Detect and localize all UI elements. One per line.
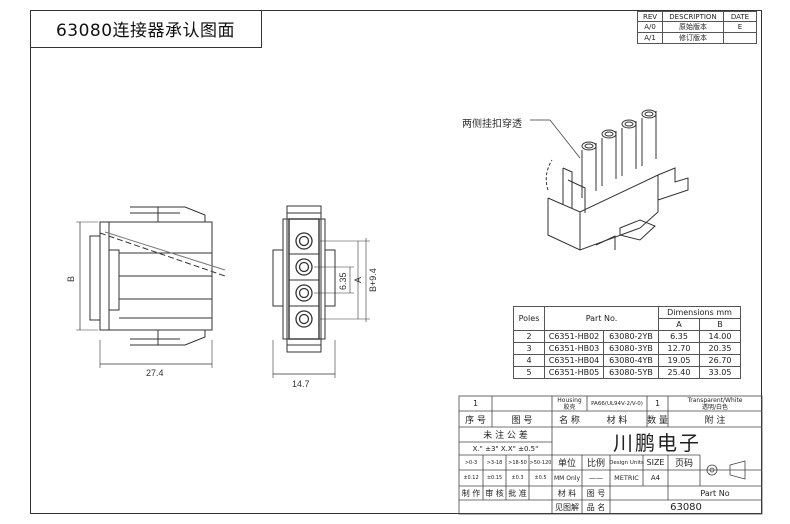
description-cell: 修订版本 [662, 32, 724, 44]
dim-side-width: 27.4 [146, 368, 164, 378]
color-value: Transparent/White 透明/白色 [668, 396, 762, 411]
callout-label: 两侧挂扣穿透 [462, 119, 522, 130]
drawing-header: 图 号 [511, 415, 533, 426]
tol-value: ±0.5 [534, 475, 547, 481]
item-no-value: 1 [472, 399, 479, 408]
poles-header: Poles [513, 306, 545, 331]
role-made: 制 作 [461, 488, 481, 498]
housing-label: Housing 胶壳 [552, 396, 587, 411]
housing-en: Housing [557, 396, 582, 404]
tol-range: >0-3 [464, 459, 478, 466]
qty-header: 数 量 [647, 415, 668, 426]
b-cell: 33.05 [699, 366, 741, 379]
product-name-value: 63080 [670, 501, 702, 513]
material-header: 材 料 [606, 415, 628, 426]
drawing-no-role: 图 号 [586, 488, 606, 498]
housing-cn: 胶壳 [563, 403, 576, 411]
date-cell [723, 32, 757, 44]
side-view [76, 206, 226, 368]
note-header: 附 注 [704, 415, 726, 426]
count-value: 1 [654, 399, 661, 408]
dimension-table: Poles Part No. Dimensions mm A B 2 C6351… [513, 306, 741, 379]
front-view [272, 205, 370, 378]
part-no-header: Part No. [544, 306, 659, 331]
seq-header: 序 号 [465, 415, 486, 426]
tol-range: >3-18 [486, 459, 503, 466]
design-units-value: METRIC [614, 474, 639, 482]
material-value: PA66(UL94V-2/V-0) [591, 400, 643, 407]
role-review: 审 核 [485, 488, 504, 498]
tolerance-title: 未 注 公 差 [483, 431, 528, 441]
unit-value: MM Only [553, 474, 580, 482]
unit-label: 单位 [557, 459, 576, 469]
design-units-label: Design Units [609, 459, 644, 466]
revision-table: REV DESCRIPTION DATE A/0 原始版本 E A/1 修订版本 [637, 11, 757, 44]
role-approve: 批 准 [508, 488, 527, 498]
dim-b-front: B+9.4 [368, 268, 378, 292]
dim-pitch: 6.35 [338, 272, 348, 290]
material-role: 材 料 [557, 488, 577, 498]
date-cell: E [723, 21, 757, 33]
table-row: 5 C6351-HB05 63080-5YB 25.40 33.05 [513, 366, 741, 379]
color-en: Transparent/White [687, 396, 743, 404]
dim-a-label: A [353, 277, 363, 283]
dim-b-label: B [66, 276, 76, 282]
color-cn: 透明/白色 [701, 403, 729, 411]
tol-value: ±0.12 [463, 475, 479, 481]
company-name: 川鹏电子 [613, 430, 701, 455]
isometric-view [530, 109, 689, 251]
table-row: 3 C6351-HB03 63080-3YB 12.70 20.35 [513, 342, 741, 355]
product-name-label: 品 名 [586, 502, 606, 512]
scale-label: 比例 [586, 459, 605, 469]
drawing-frame [30, 10, 762, 514]
see-drawing: 见图解 [555, 502, 579, 512]
part-no-cell: 63080-5YB [603, 366, 659, 379]
size-value: A4 [650, 474, 661, 482]
dim-front-width: 14.7 [292, 379, 310, 389]
tolerance-line: X." ±3" X.X" ±0.5" [472, 444, 539, 453]
tol-range: >50-120 [529, 459, 552, 466]
page-title: 63080连接器承认图面 [30, 10, 262, 48]
size-label: SIZE [646, 458, 665, 467]
tol-range: >18-50 [508, 459, 527, 466]
part-no-label: Part No [700, 488, 730, 498]
scale-value: —— [589, 474, 603, 482]
name-header: 名 称 [559, 415, 580, 426]
tol-value: ±0.15 [486, 475, 503, 481]
poles-cell: 5 [513, 366, 545, 379]
tol-value: ±0.3 [511, 475, 524, 481]
page-label: 页码 [674, 459, 693, 469]
